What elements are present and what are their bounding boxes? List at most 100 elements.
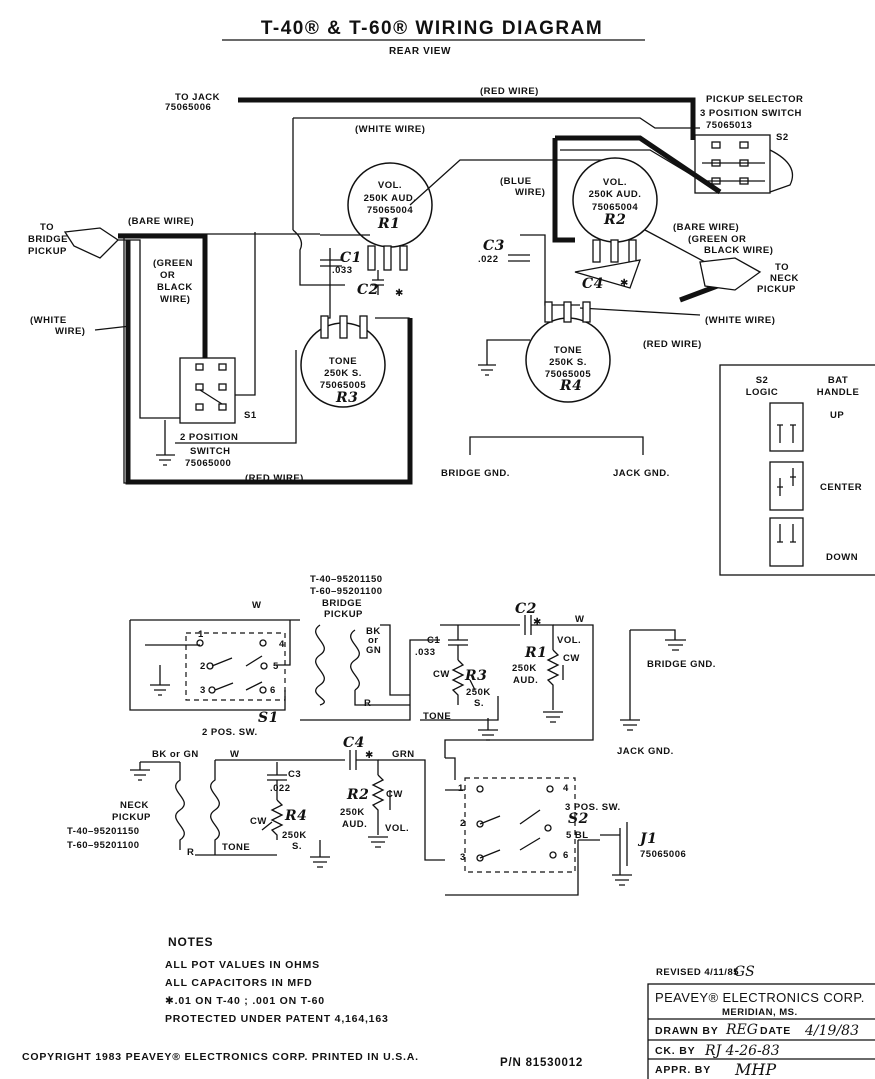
green-black-4: WIRE) bbox=[160, 294, 190, 305]
schem-tone-1: TONE bbox=[423, 711, 451, 722]
schem-c1-value: .033 bbox=[415, 647, 436, 658]
s1-pin-5: 5 bbox=[273, 661, 279, 672]
schem-s2: S2 bbox=[568, 811, 589, 827]
r-label-1: R bbox=[364, 698, 371, 709]
r1-ref: R1 bbox=[377, 216, 400, 232]
s2-pin-6: 6 bbox=[563, 850, 569, 861]
logic-down: DOWN bbox=[826, 552, 858, 563]
schem-r2: R2 bbox=[346, 787, 369, 803]
r2-cw: CW bbox=[386, 789, 403, 800]
blue-wire-1: (BLUE bbox=[500, 176, 532, 187]
pickup-selector-label: PICKUP SELECTOR bbox=[706, 94, 803, 105]
schem-r2-value: 250K bbox=[340, 807, 365, 818]
s2-pin-4: 4 bbox=[563, 783, 569, 794]
schematic-diagram: T-40–95201150 T-60–95201100 BRIDGE PICKU… bbox=[67, 574, 716, 896]
r3-value: 250K S. bbox=[324, 368, 362, 379]
bridge-pickup-label: PICKUP bbox=[324, 609, 363, 620]
to-bridge-label-2: BRIDGE bbox=[28, 234, 68, 245]
schem-r2-aud: AUD. bbox=[342, 819, 367, 830]
three-pos-sw-label: 3 POS. SW. bbox=[565, 802, 621, 813]
white-wire-label-2: (WHITE WIRE) bbox=[705, 315, 775, 326]
neck-coil-2 bbox=[210, 760, 220, 855]
r4-value: 250K S. bbox=[549, 357, 587, 368]
bare-wire-label: (BARE WIRE) bbox=[128, 216, 194, 227]
bkgn-2: or bbox=[368, 635, 379, 646]
schem-s1: S1 bbox=[258, 710, 279, 726]
jack-gnd-label: JACK GND. bbox=[613, 468, 670, 479]
c3-ref: C3 bbox=[483, 238, 505, 254]
white-wire-label-top: (WHITE WIRE) bbox=[355, 124, 425, 135]
note-3: ✱.01 ON T-40 ; .001 ON T-60 bbox=[165, 995, 325, 1007]
r4-cw: CW bbox=[250, 816, 267, 827]
logic-handle: HANDLE bbox=[817, 387, 860, 398]
r3-ref: R3 bbox=[335, 390, 358, 406]
ck-by: RJ 4-26-83 bbox=[704, 1043, 780, 1059]
logic-down-box bbox=[769, 517, 804, 567]
to-neck-3: PICKUP bbox=[757, 284, 796, 295]
r2-volume-pot bbox=[572, 157, 658, 243]
bridge-coil-1 bbox=[315, 624, 325, 706]
schem-5bl: 5 BL bbox=[566, 830, 589, 841]
bridge-coil-2 bbox=[350, 629, 360, 691]
white-wire-split-2: WIRE) bbox=[55, 326, 85, 337]
schem-r3-s: S. bbox=[474, 698, 484, 709]
bridge-label: BRIDGE bbox=[322, 598, 362, 609]
bridge-pickup-plug bbox=[63, 227, 120, 259]
schem-c3-value: .022 bbox=[270, 783, 291, 794]
to-jack-pn: 75065006 bbox=[165, 102, 211, 113]
green-black-1: (GREEN bbox=[153, 258, 193, 269]
s1-lugs bbox=[195, 363, 227, 411]
logic-center: CENTER bbox=[820, 482, 862, 493]
note-1: ALL POT VALUES IN OHMS bbox=[165, 959, 320, 971]
s1-dashed-body bbox=[185, 632, 286, 701]
logic-up-box bbox=[769, 402, 804, 452]
s2-contacts bbox=[476, 785, 557, 862]
bridge-pn-t40: T-40–95201150 bbox=[310, 574, 383, 585]
to-jack-label: TO JACK bbox=[175, 92, 220, 103]
logic-logic: LOGIC bbox=[746, 387, 779, 398]
red-wire-label-bottom: (RED WIRE) bbox=[245, 473, 304, 484]
blue-wire-2: WIRE) bbox=[515, 187, 545, 198]
s1-pin-3: 3 bbox=[200, 685, 206, 696]
s1-label: S1 bbox=[244, 410, 257, 421]
r1-pn: 75065004 bbox=[367, 205, 413, 216]
c4-body bbox=[574, 259, 641, 289]
note-2: ALL CAPACITORS IN MFD bbox=[165, 977, 312, 989]
schem-c3: C3 bbox=[288, 769, 301, 780]
logic-up: UP bbox=[830, 410, 844, 421]
schem-r3-value: 250K bbox=[466, 687, 491, 698]
diagram-subtitle: REAR VIEW bbox=[389, 46, 451, 57]
appr-by-label: APPR. BY bbox=[655, 1064, 711, 1076]
r2-name: VOL. bbox=[603, 177, 627, 188]
notes-block: NOTES ALL POT VALUES IN OHMS ALL CAPACIT… bbox=[165, 935, 388, 1025]
schem-j1-pn: 75065006 bbox=[640, 849, 686, 860]
c4-ref: C4 bbox=[582, 276, 604, 292]
r3-name: TONE bbox=[329, 356, 357, 367]
neck-pn-t60: T-60–95201100 bbox=[67, 840, 140, 851]
switch-pn: 75065000 bbox=[185, 458, 231, 469]
title-block: REVISED 4/11/85 GS PEAVEY® ELECTRONICS C… bbox=[647, 964, 875, 1079]
s1-pin-4: 4 bbox=[279, 639, 285, 650]
w-label-2: W bbox=[575, 614, 584, 625]
logic-s2: S2 bbox=[756, 375, 769, 386]
ground-bus bbox=[469, 436, 644, 455]
r3-pn: 75065005 bbox=[320, 380, 366, 391]
jack-j1 bbox=[600, 822, 632, 886]
schem-jack-gnd: JACK GND. bbox=[617, 746, 674, 757]
company-name: PEAVEY® ELECTRONICS CORP. bbox=[655, 990, 865, 1005]
schem-vol-1: VOL. bbox=[557, 635, 581, 646]
c1-value: .033 bbox=[332, 265, 353, 276]
schem-r1: R1 bbox=[524, 645, 547, 661]
s1-switch bbox=[179, 357, 236, 424]
schem-tone-2: TONE bbox=[222, 842, 250, 853]
schem-c4: C4 bbox=[343, 735, 365, 751]
c1-ref: C1 bbox=[340, 250, 362, 266]
c3-value: .022 bbox=[478, 254, 499, 265]
two-pos-sw-label: 2 POS. SW. bbox=[202, 727, 258, 738]
s1-pin-6: 6 bbox=[270, 685, 276, 696]
schem-bkgn: BK or GN bbox=[152, 749, 199, 760]
r2-value: 250K AUD. bbox=[589, 189, 642, 200]
c2-star: ✱ bbox=[395, 288, 404, 299]
schem-grn: GRN bbox=[392, 749, 415, 760]
schem-bridge-gnd: BRIDGE GND. bbox=[647, 659, 716, 670]
